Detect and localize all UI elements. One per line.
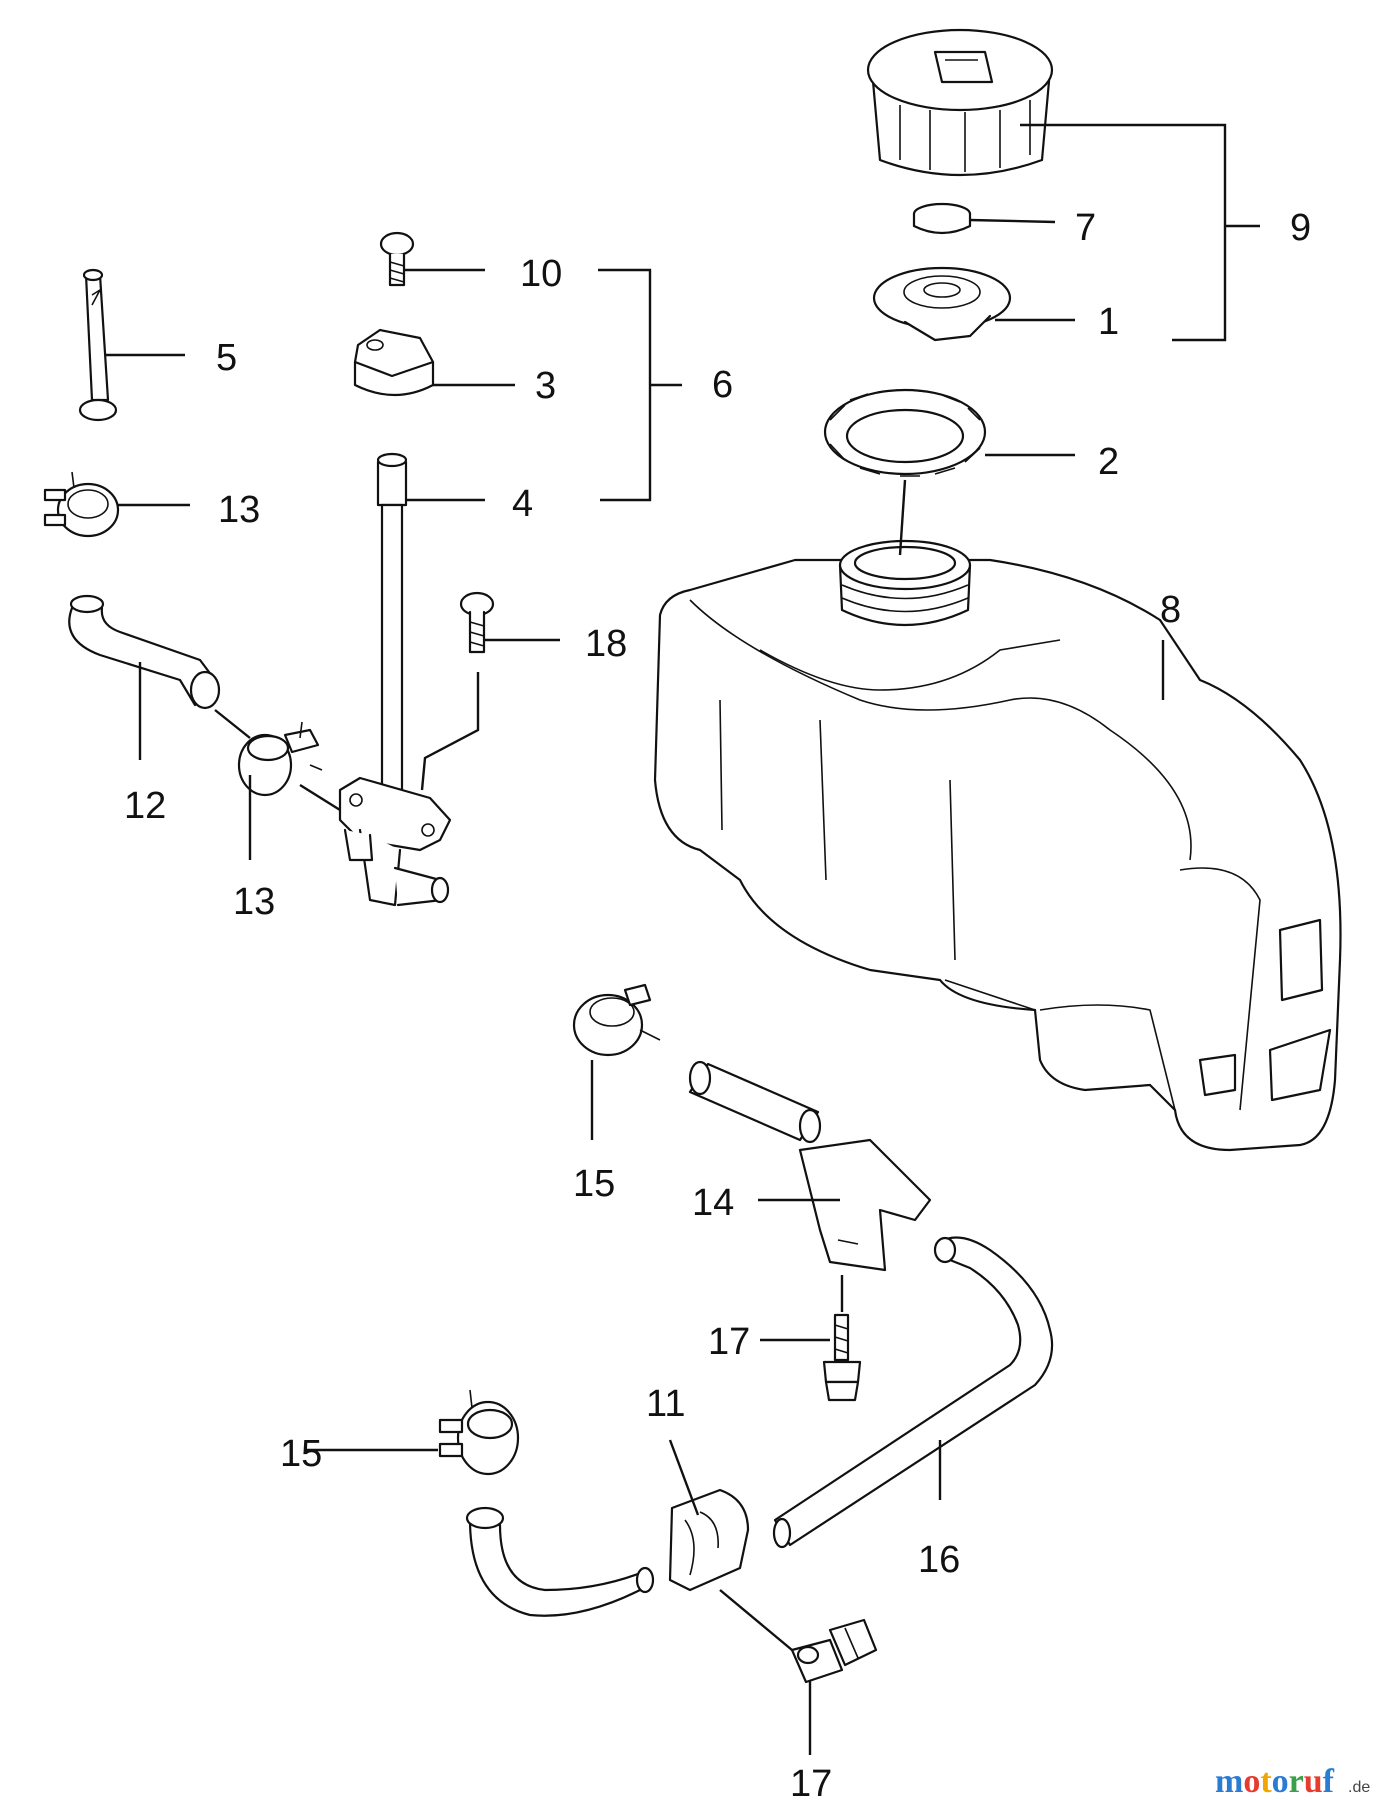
- bolt-pin: [78, 268, 118, 422]
- hose-14: [688, 1060, 822, 1144]
- callout-17-upper: 17: [708, 1321, 750, 1363]
- callout-16: 16: [918, 1539, 960, 1581]
- callout-8: 8: [1160, 589, 1181, 631]
- bracket-14: [798, 1138, 932, 1272]
- watermark-letter: r: [1289, 1763, 1304, 1800]
- hose-clamp-13-lower: [237, 721, 323, 797]
- fuel-pickup-tube: [376, 452, 408, 792]
- callout-12: 12: [124, 785, 166, 827]
- callout-4: 4: [512, 483, 533, 525]
- watermark-brand: motoruf: [1215, 1763, 1335, 1800]
- callout-10: 10: [520, 253, 562, 295]
- callout-14: 14: [692, 1182, 734, 1224]
- retainer-ring: [823, 388, 987, 477]
- cap-gasket: [912, 202, 972, 235]
- callout-1: 1: [1098, 301, 1119, 343]
- fuel-hose-12: [68, 594, 221, 710]
- watermark-letter: t: [1260, 1763, 1272, 1800]
- callout-13-upper: 13: [218, 489, 260, 531]
- fuel-hose-lower: [465, 1506, 655, 1617]
- callout-13-lower: 13: [233, 881, 275, 923]
- watermark-tld: .de: [1348, 1779, 1370, 1796]
- watermark-letter: u: [1304, 1763, 1323, 1800]
- callout-7: 7: [1075, 207, 1096, 249]
- callout-labels: 1 2 3 4 5 6 7 8 9 10 11 12 13 13 14 15 1…: [124, 207, 1311, 1800]
- clip-11: [668, 1488, 750, 1592]
- hose-clamp-13-upper: [43, 471, 120, 538]
- callout-11: 11: [646, 1383, 685, 1425]
- fuel-hose-16: [772, 1236, 1054, 1549]
- watermark-logo: motoruf .de: [1215, 1763, 1370, 1800]
- watermark-letter: o: [1272, 1763, 1289, 1800]
- callout-5: 5: [216, 337, 237, 379]
- callout-18: 18: [585, 623, 627, 665]
- hose-clamp-15-lower: [438, 1389, 520, 1476]
- valve-screw-18: [459, 591, 495, 654]
- callout-17-lower: 17: [790, 1763, 832, 1800]
- cap-vent-plate: [872, 266, 1012, 342]
- callout-2: 2: [1098, 441, 1119, 483]
- bolt-17-upper: [822, 1313, 862, 1402]
- valve-screw: [379, 231, 415, 287]
- callout-15-upper: 15: [573, 1163, 615, 1205]
- leader-lines: [105, 123, 1260, 1755]
- fuel-tank: [653, 539, 1342, 1152]
- callout-9: 9: [1290, 207, 1311, 249]
- hose-clamp-15-upper: [572, 983, 661, 1057]
- watermark-letter: o: [1243, 1763, 1260, 1800]
- bolt-17-lower: [790, 1618, 878, 1684]
- callout-6: 6: [712, 364, 733, 406]
- fuel-cap: [866, 28, 1054, 177]
- watermark-letter: f: [1323, 1763, 1335, 1800]
- watermark-letter: m: [1215, 1763, 1243, 1800]
- fuel-valve-body: [338, 776, 452, 907]
- callout-15-lower: 15: [280, 1433, 322, 1475]
- callout-3: 3: [535, 365, 556, 407]
- valve-knob: [353, 328, 435, 397]
